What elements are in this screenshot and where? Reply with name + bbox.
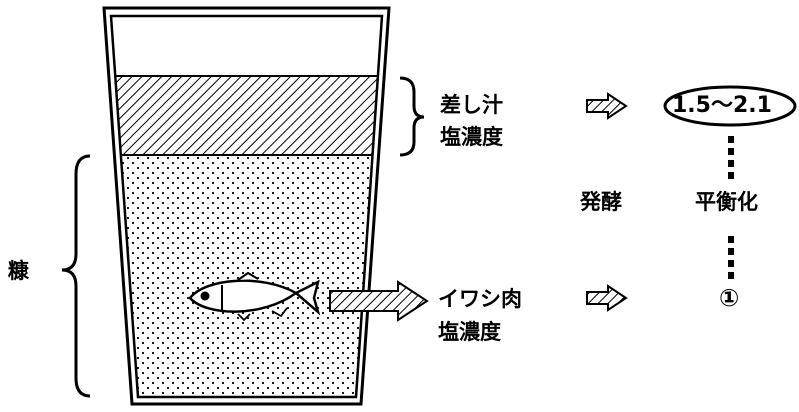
sashijiru-layer [111, 76, 382, 155]
fermentation-label: 発酵 [580, 190, 622, 214]
equilibration-label: 平衡化 [695, 190, 758, 214]
hatched-right-arrow-icon [586, 284, 628, 312]
value-ellipse [663, 85, 797, 127]
sashijiru-brace [399, 76, 425, 157]
value-range-label: 1.5～2.1 [672, 93, 772, 118]
sashijiru-label: 差し汁 [440, 93, 503, 117]
sardine-fish-icon [188, 271, 321, 322]
dotted-connector-top [728, 136, 734, 179]
hatched-right-arrow-icon [329, 280, 429, 322]
rice-bran-label: 糠 [8, 259, 29, 283]
pickling-container [102, 6, 391, 406]
sardine-meat-label: イワシ肉 [438, 287, 522, 311]
salt-concentration-bottom-label: 塩濃度 [438, 320, 501, 344]
salt-concentration-top-label: 塩濃度 [440, 125, 503, 149]
rice-bran-brace [61, 154, 91, 398]
marker-one-label: ① [719, 284, 740, 312]
hatched-right-arrow-icon [586, 92, 628, 120]
dotted-connector-bottom [728, 236, 734, 279]
